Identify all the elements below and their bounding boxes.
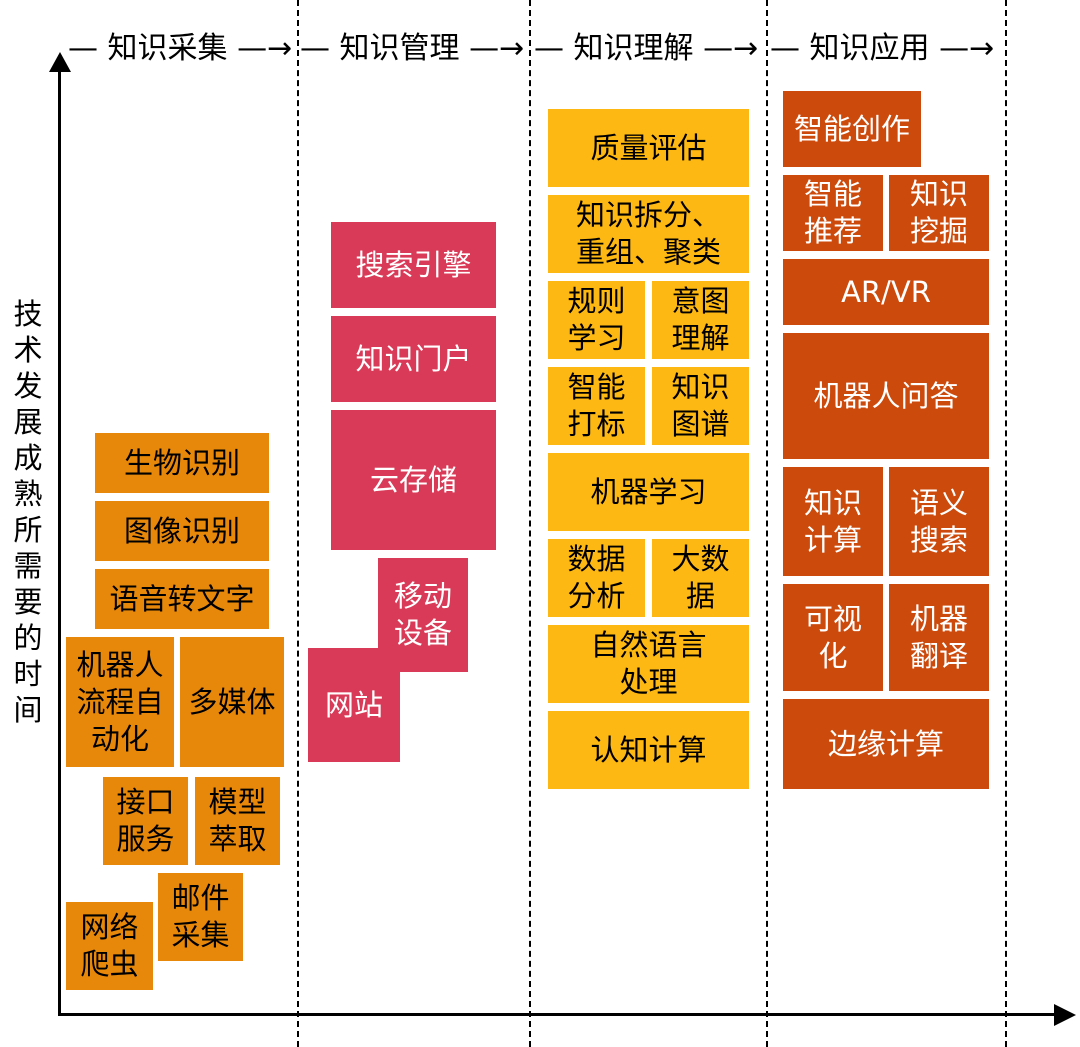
box-machine-learning: 机器学习	[548, 453, 749, 531]
header-knowledge-management: — 知识管理 —→	[300, 31, 525, 66]
box-search-engine: 搜索引擎	[331, 222, 496, 308]
header-knowledge-collection: — 知识采集 —→	[68, 31, 293, 66]
box-smart-creation: 智能创作	[783, 91, 921, 167]
box-big-data: 大数 据	[652, 539, 749, 617]
box-intent-understanding: 意图 理解	[652, 281, 749, 359]
y-axis-label: 技 术 发 展 成 熟 所 需 要 的 时 间	[13, 297, 43, 727]
box-cloud-storage: 云存储	[331, 410, 496, 550]
column-divider	[1005, 0, 1007, 1047]
box-knowledge-mining: 知识 挖掘	[889, 175, 989, 251]
y-axis	[58, 68, 61, 1016]
box-knowledge-computing: 知识 计算	[783, 467, 883, 576]
box-semantic-search: 语义 搜索	[889, 467, 989, 576]
box-cognitive-computing: 认知计算	[548, 711, 749, 789]
box-biometric-recognition: 生物识别	[95, 433, 269, 493]
box-web-crawler: 网络 爬虫	[66, 902, 153, 990]
box-image-recognition: 图像识别	[95, 501, 269, 561]
box-knowledge-split-cluster: 知识拆分、 重组、聚类	[548, 195, 749, 273]
box-knowledge-graph: 知识 图谱	[652, 367, 749, 445]
box-multimedia: 多媒体	[180, 637, 284, 767]
box-rpa: 机器人 流程自 动化	[66, 637, 174, 767]
box-website: 网站	[308, 648, 400, 762]
column-divider	[297, 0, 299, 1047]
box-ar-vr: AR/VR	[783, 259, 989, 325]
box-machine-translation: 机器 翻译	[889, 584, 989, 691]
box-visualization: 可视 化	[783, 584, 883, 691]
box-rule-learning: 规则 学习	[548, 281, 645, 359]
box-robot-qa: 机器人问答	[783, 333, 989, 459]
y-axis-arrow	[49, 52, 71, 72]
column-divider	[766, 0, 768, 1047]
box-email-collection: 邮件 采集	[158, 873, 243, 961]
x-axis-arrow	[1054, 1004, 1076, 1026]
box-smart-recommendation: 智能 推荐	[783, 175, 883, 251]
column-divider	[529, 0, 531, 1047]
box-api-service: 接口 服务	[103, 777, 188, 865]
box-quality-assessment: 质量评估	[548, 109, 749, 187]
box-smart-tagging: 智能 打标	[548, 367, 645, 445]
box-data-analysis: 数据 分析	[548, 539, 645, 617]
box-speech-to-text: 语音转文字	[95, 569, 269, 629]
header-knowledge-application: — 知识应用 —→	[770, 31, 995, 66]
x-axis	[58, 1013, 1058, 1016]
box-knowledge-portal: 知识门户	[331, 316, 496, 402]
box-model-extraction: 模型 萃取	[195, 777, 280, 865]
box-edge-computing: 边缘计算	[783, 699, 989, 789]
box-nlp: 自然语言 处理	[548, 625, 749, 703]
header-knowledge-understanding: — 知识理解 —→	[534, 31, 759, 66]
